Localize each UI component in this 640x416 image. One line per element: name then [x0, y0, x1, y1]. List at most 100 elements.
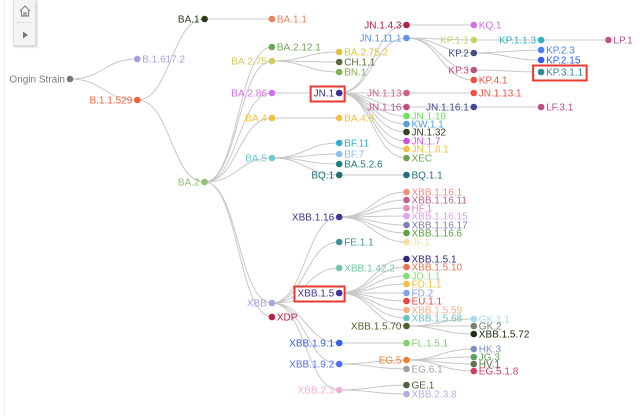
node-label[interactable]: BF.7 — [344, 150, 364, 161]
node-dot[interactable] — [403, 21, 410, 29]
node-label[interactable]: XBB.2.3 — [297, 386, 334, 397]
node-label[interactable]: KQ.1 — [479, 21, 502, 32]
node-label[interactable]: BA.2.12.1 — [277, 43, 321, 54]
node-dot[interactable] — [201, 178, 208, 186]
node-label[interactable]: BA.1 — [178, 15, 200, 26]
node-dot[interactable] — [403, 112, 410, 120]
node-label[interactable]: KP.1.1.3 — [499, 36, 537, 47]
node-label[interactable]: JN.1 — [314, 89, 335, 100]
node-dot[interactable] — [537, 46, 545, 54]
node-label[interactable]: BA.2.75.2 — [344, 48, 388, 59]
node-label[interactable]: KW.1.1 — [412, 120, 445, 131]
node-dot[interactable] — [470, 322, 478, 330]
node-dot[interactable] — [268, 57, 276, 65]
node-dot[interactable] — [335, 264, 343, 272]
node-label[interactable]: LP.1 — [613, 36, 633, 47]
node-label[interactable]: JN.1.7 — [412, 137, 441, 148]
node-label[interactable]: BA.5.2.6 — [344, 160, 383, 171]
node-dot[interactable] — [66, 75, 74, 83]
node-dot[interactable] — [403, 263, 410, 271]
node-label[interactable]: JN.1.8.1 — [412, 145, 450, 156]
node-dot[interactable] — [134, 96, 141, 104]
play-button[interactable] — [14, 24, 35, 46]
node-dot[interactable] — [335, 114, 343, 122]
node-dot[interactable] — [470, 345, 478, 353]
node-label[interactable]: BA.2 — [178, 178, 200, 189]
node-label[interactable]: JN.1.13 — [367, 89, 402, 100]
node-label[interactable]: XBB.1.16 — [292, 213, 335, 224]
node-label[interactable]: XBB.1.9.2 — [289, 360, 334, 371]
node-label[interactable]: HK.3 — [479, 345, 502, 356]
node-label[interactable]: BN.1 — [344, 68, 367, 79]
node-label[interactable]: FL.1.5.1 — [412, 339, 449, 350]
node-label[interactable]: BA.2.75 — [231, 57, 267, 68]
node-label[interactable]: XBB.1.9.1 — [289, 339, 334, 350]
tree-canvas[interactable] — [4, 0, 640, 416]
node-label[interactable]: JN.1.4.3 — [364, 21, 402, 32]
node-dot[interactable] — [268, 313, 276, 321]
node-label[interactable]: BF.11 — [344, 139, 369, 150]
node-dot[interactable] — [470, 21, 478, 29]
node-dot[interactable] — [201, 15, 208, 23]
node-dot[interactable] — [470, 66, 478, 74]
node-dot[interactable] — [403, 356, 410, 364]
node-dot[interactable] — [335, 160, 343, 168]
node-dot[interactable] — [537, 68, 545, 76]
node-label[interactable]: JN.1.11.1 — [359, 34, 401, 45]
node-dot[interactable] — [335, 289, 343, 297]
node-dot[interactable] — [403, 103, 410, 111]
node-dot[interactable] — [403, 238, 410, 246]
node-dot[interactable] — [403, 34, 410, 42]
node-label[interactable]: XEC — [412, 154, 433, 165]
node-label[interactable]: XBB.1.16.11 — [412, 196, 468, 207]
node-dot[interactable] — [537, 56, 545, 64]
node-label[interactable]: XBB.1.5.72 — [479, 330, 530, 341]
node-dot[interactable] — [605, 36, 612, 44]
node-label[interactable]: XBB.1.5.1 — [412, 255, 457, 266]
node-label[interactable]: BQ.1.1 — [412, 171, 444, 182]
node-dot[interactable] — [403, 154, 410, 162]
node-label[interactable]: JN.1.16.1 — [426, 103, 469, 114]
node-dot[interactable] — [268, 43, 276, 51]
node-dot[interactable] — [403, 314, 410, 322]
node-label[interactable]: KP.1.1 — [440, 36, 469, 47]
node-dot[interactable] — [335, 386, 343, 394]
node-label[interactable]: FE.1.1 — [344, 238, 374, 249]
node-label[interactable]: XBB.1.5.68 — [412, 314, 463, 325]
node-dot[interactable] — [403, 289, 410, 297]
node-dot[interactable] — [403, 188, 410, 196]
node-label[interactable]: KP.2 — [448, 49, 469, 60]
node-dot[interactable] — [470, 76, 478, 84]
node-label[interactable]: BA.2.86 — [231, 89, 267, 100]
node-label[interactable]: XBB.1.5 — [297, 289, 334, 300]
node-label[interactable]: XBB.1.5.10 — [412, 263, 463, 274]
node-dot[interactable] — [403, 381, 410, 389]
node-dot[interactable] — [403, 297, 410, 305]
node-label[interactable]: GK.2 — [479, 322, 502, 333]
node-label[interactable]: XBB.2.3.8 — [412, 390, 457, 401]
node-label[interactable]: XBB.1.16.1 — [412, 188, 463, 199]
home-button[interactable] — [14, 0, 35, 22]
node-dot[interactable] — [335, 339, 343, 347]
node-label[interactable]: XBB.1.42.2 — [344, 264, 395, 275]
node-label[interactable]: JN.1.16 — [367, 103, 402, 114]
node-dot[interactable] — [537, 36, 545, 44]
node-label[interactable]: HF.1 — [412, 204, 433, 215]
node-label[interactable]: JD.1.1 — [412, 272, 441, 283]
node-dot[interactable] — [403, 365, 410, 373]
node-dot[interactable] — [335, 360, 343, 368]
node-dot[interactable] — [470, 36, 478, 44]
node-label[interactable]: JN.1.13.1 — [479, 89, 522, 100]
node-dot[interactable] — [403, 255, 410, 263]
node-label[interactable]: GE.1 — [412, 381, 435, 392]
node-dot[interactable] — [403, 204, 410, 212]
node-label[interactable]: B.1.1.529 — [89, 96, 132, 107]
node-dot[interactable] — [403, 171, 410, 179]
node-label[interactable]: XBB.1.16.6 — [412, 229, 463, 240]
node-dot[interactable] — [470, 103, 478, 111]
node-dot[interactable] — [470, 367, 478, 375]
node-dot[interactable] — [470, 330, 478, 338]
node-label[interactable]: KP.3 — [448, 66, 469, 77]
node-dot[interactable] — [268, 299, 276, 307]
node-label[interactable]: BA.4 — [245, 114, 267, 125]
